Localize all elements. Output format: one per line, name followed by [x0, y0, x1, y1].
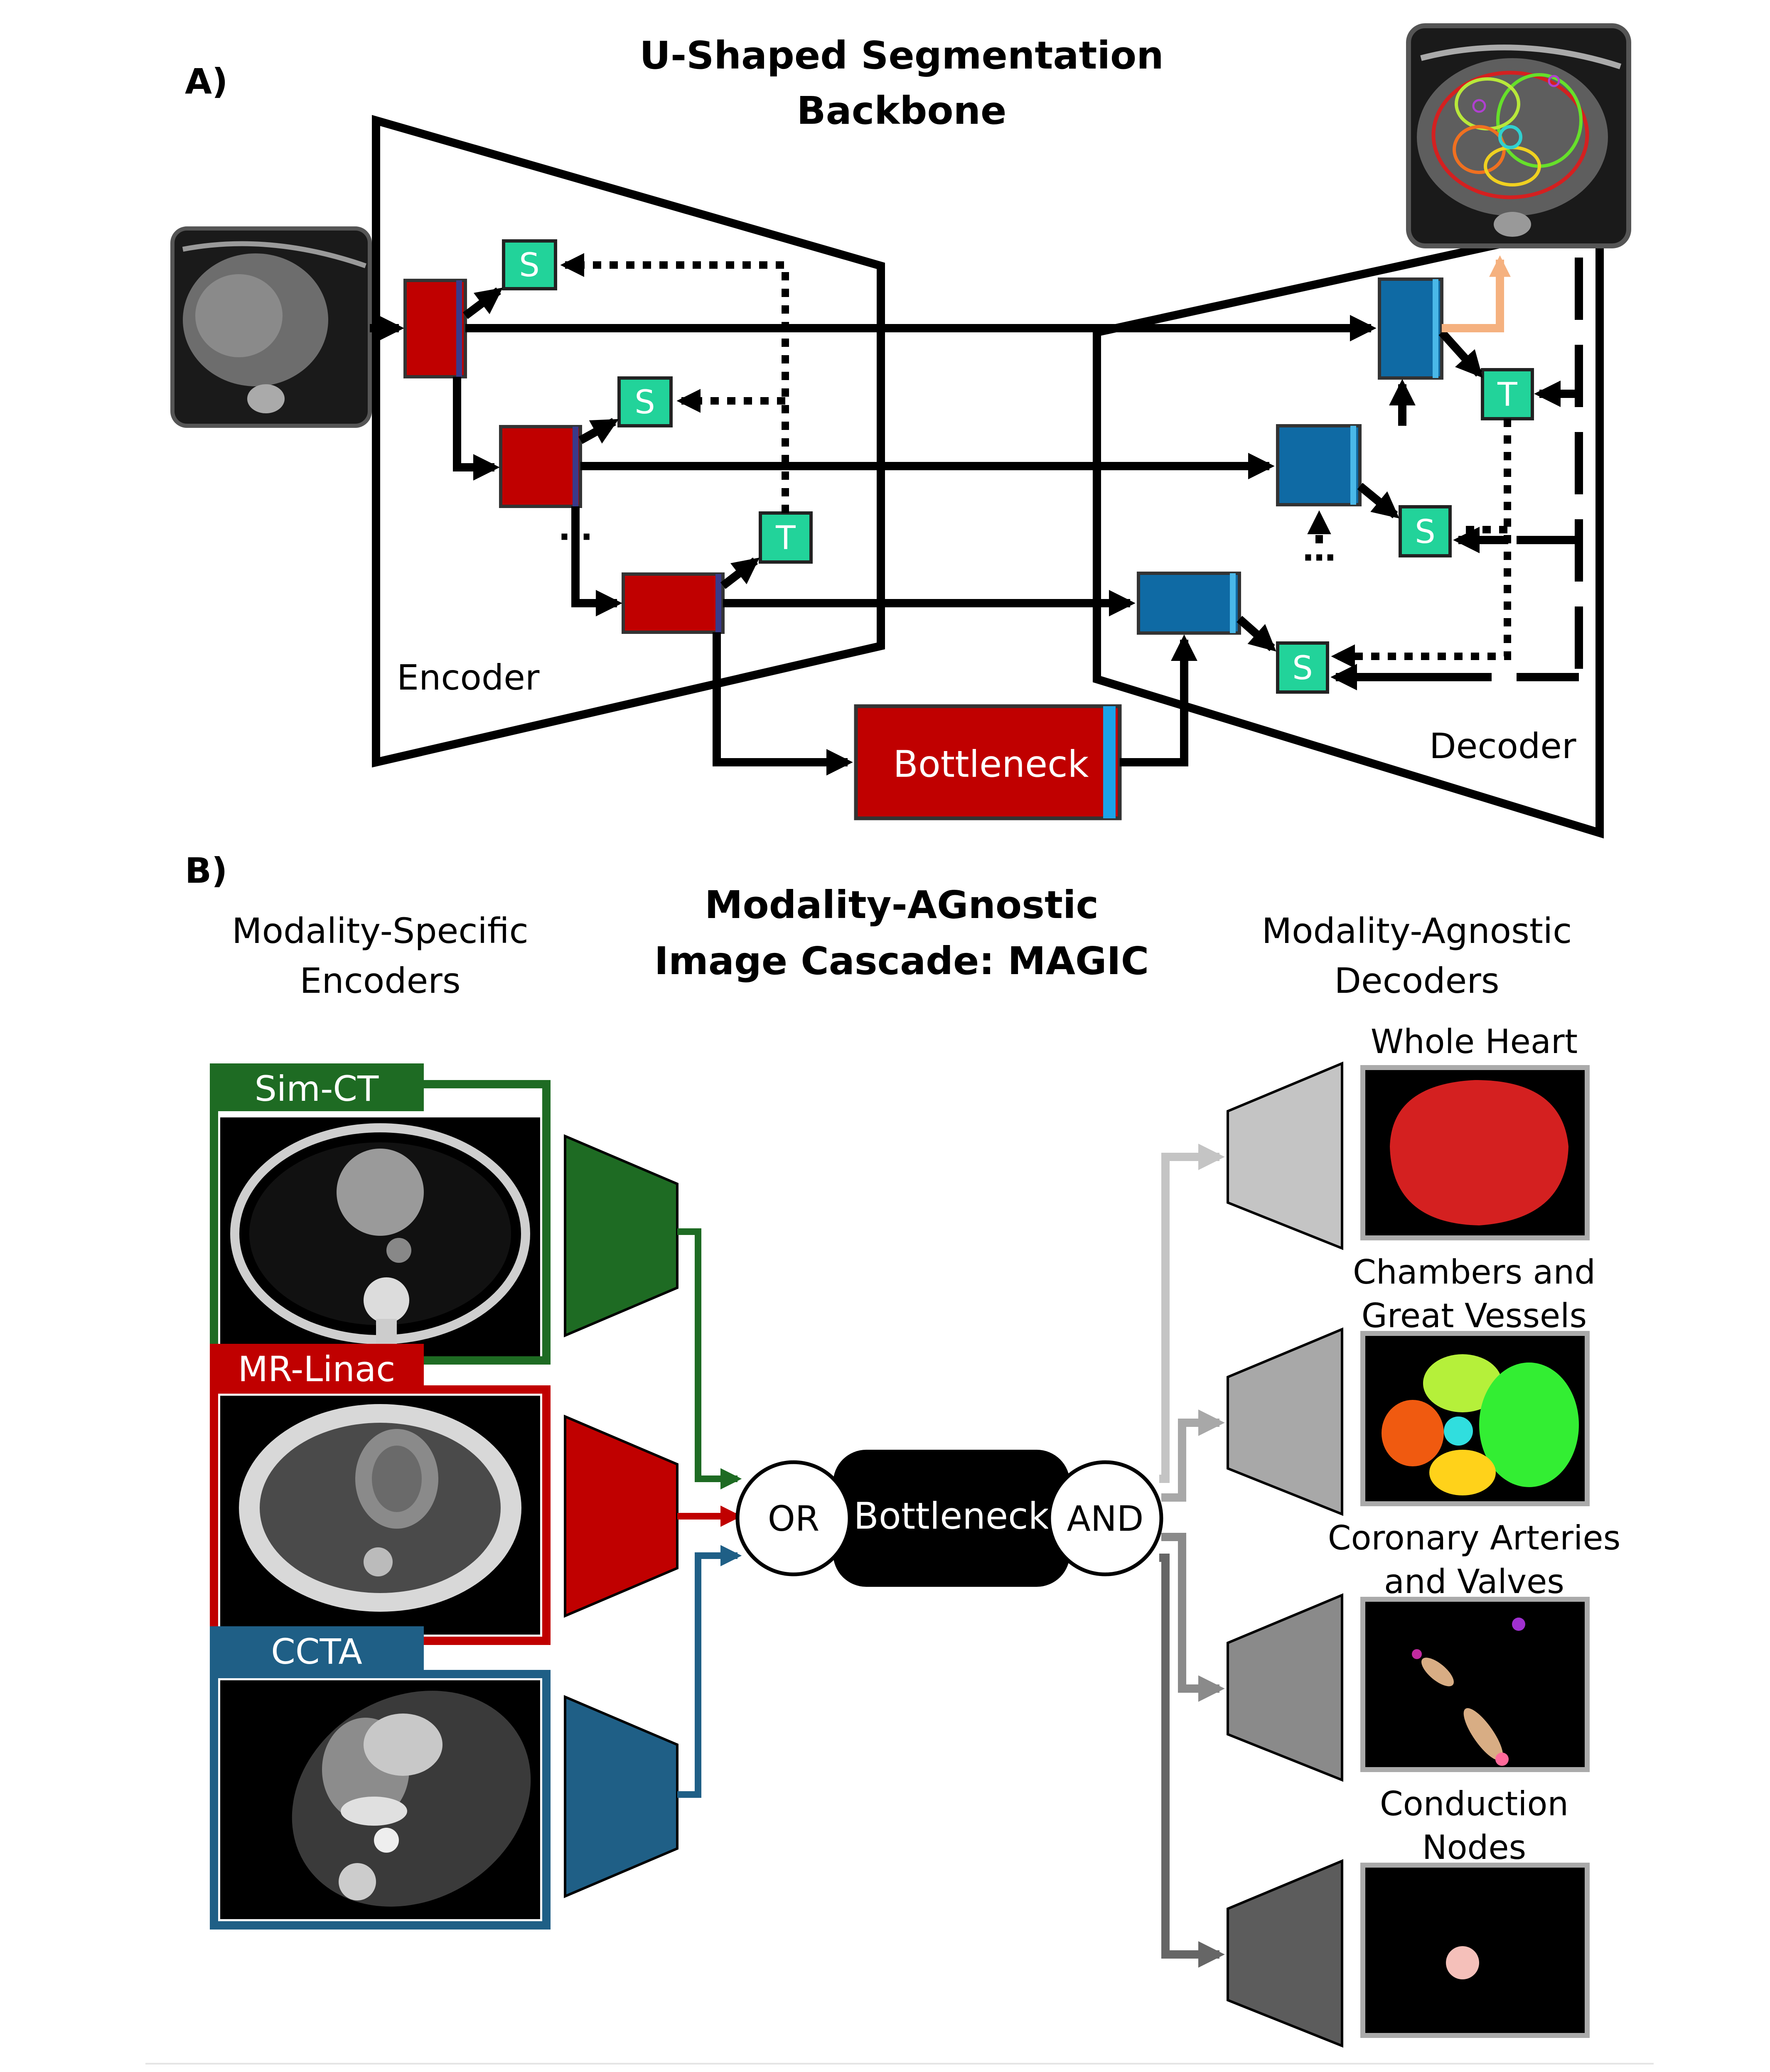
left-heading-line1: Modality-Specific — [232, 911, 529, 951]
encoder-sim-ct — [564, 1134, 678, 1338]
shared-bottleneck — [833, 1450, 1070, 1587]
encoder-mr-linac — [564, 1414, 678, 1618]
decoder-trapezoid — [1093, 217, 1604, 839]
and-to-decoder-3-arrow — [1161, 1533, 1225, 1702]
enc2-to-enc3-arrow — [571, 506, 622, 617]
sim-ct-arrow — [677, 1228, 742, 1490]
panel-b-label: B) — [185, 850, 227, 891]
and-to-decoder-2-arrow — [1161, 1409, 1225, 1502]
shared-bottleneck-label: Bottleneck — [853, 1495, 1049, 1537]
panel-a-arrows — [370, 287, 1577, 776]
decoder-dashed-rail — [1433, 258, 1583, 681]
enc3-to-bottleneck-arrow — [713, 632, 853, 776]
decoder-t-node: T — [1481, 368, 1534, 420]
encoder-block-3 — [622, 572, 725, 634]
decoder-block-3 — [1137, 572, 1241, 635]
dec1-to-t-arrow — [1438, 329, 1483, 378]
ccta-arrow — [677, 1545, 742, 1798]
panel-a-title-line2: Backbone — [797, 88, 1007, 133]
right-heading-line1: Modality-Agnostic — [1262, 911, 1572, 951]
panel-a-title-line1: U-Shaped Segmentation — [639, 33, 1163, 78]
encoder-block-2 — [499, 425, 582, 508]
decoder-chambers — [1227, 1327, 1343, 1516]
output-arrow — [1442, 255, 1511, 332]
decoder-ellipsis: ⋯ — [1303, 538, 1336, 577]
encoder-s-node-1: S — [502, 239, 557, 290]
bottleneck-block: Bottleneck — [854, 704, 1122, 820]
enc2-to-s2-arrow — [578, 418, 619, 444]
svg-text:S: S — [1292, 650, 1313, 687]
output-label-conduction-2: Nodes — [1422, 1828, 1526, 1867]
output-segmentation-image — [1406, 23, 1631, 248]
panel-a: A) U-Shaped Segmentation Backbone Encode… — [170, 23, 1631, 839]
panel-b-title-line2: Image Cascade: MAGIC — [654, 939, 1149, 983]
or-node — [735, 1460, 852, 1576]
svg-text:T: T — [1497, 376, 1517, 414]
or-label: OR — [768, 1498, 819, 1539]
modality-name-ccta: CCTA — [271, 1631, 362, 1672]
svg-text:S: S — [1415, 513, 1436, 551]
enc1-to-s1-arrow — [463, 287, 503, 319]
decoder-whole-heart — [1227, 1061, 1343, 1250]
encoder-trapezoid — [372, 115, 885, 768]
encoder-ellipsis: ⋯ — [559, 518, 592, 556]
output-label-chambers-1: Chambers and — [1353, 1253, 1595, 1291]
svg-text:S: S — [519, 247, 540, 284]
modality-sim-ct: Sim-CT — [210, 1063, 551, 1365]
mask-whole-heart — [1360, 1065, 1590, 1240]
enc1-to-enc2-arrow — [453, 377, 500, 481]
encoder-block-1 — [403, 279, 467, 378]
decoder-coronary — [1227, 1593, 1343, 1782]
dec3-to-s2-arrow — [1237, 616, 1276, 652]
modality-mr-linac: MR-Linac — [210, 1344, 551, 1645]
decoder-conduction — [1227, 1859, 1343, 2048]
bottleneck-label: Bottleneck — [893, 743, 1089, 786]
dec2-to-s1-arrow — [1357, 483, 1399, 519]
output-label-coronary-1: Coronary Arteries — [1328, 1519, 1621, 1557]
and-label: AND — [1067, 1498, 1144, 1539]
output-label-whole-heart: Whole Heart — [1371, 1022, 1578, 1061]
panel-b-title-line1: Modality-AGnostic — [705, 883, 1099, 927]
decoder-block-2 — [1276, 424, 1362, 506]
and-to-decoder-4-arrow — [1159, 1554, 1225, 1968]
output-label-coronary-2: and Valves — [1384, 1562, 1564, 1601]
encoder-s-node-2: S — [617, 376, 673, 427]
encoder-label: Encoder — [397, 657, 540, 698]
and-to-decoder-1-arrow — [1159, 1143, 1225, 1483]
output-label-conduction-1: Conduction — [1380, 1785, 1568, 1823]
mask-chambers — [1360, 1331, 1590, 1506]
panel-b: B) Modality-AGnostic Image Cascade: MAGI… — [185, 850, 1621, 2048]
decoder-label: Decoder — [1429, 726, 1576, 766]
input-ct-image — [170, 226, 372, 428]
left-heading-line2: Encoders — [300, 960, 460, 1001]
svg-text:T: T — [775, 520, 796, 557]
modality-ccta: CCTA — [210, 1626, 551, 1930]
mask-coronary — [1360, 1597, 1590, 1772]
enc3-to-t-arrow — [720, 557, 760, 589]
and-node — [1047, 1460, 1163, 1576]
panel-a-dotted-lines — [560, 253, 1511, 668]
svg-text:S: S — [634, 384, 655, 421]
mask-conduction — [1360, 1863, 1590, 2038]
modality-name-sim-ct: Sim-CT — [255, 1068, 379, 1109]
panel-a-label: A) — [185, 61, 228, 102]
decoder-s-node-1: S — [1399, 505, 1452, 557]
encoder-t-node: T — [759, 511, 813, 564]
encoder-ccta — [564, 1695, 678, 1898]
right-heading-line2: Decoders — [1334, 960, 1499, 1001]
decoder-block-1 — [1378, 277, 1443, 380]
output-label-chambers-2: Great Vessels — [1362, 1296, 1587, 1335]
modality-name-mr-linac: MR-Linac — [238, 1349, 396, 1390]
decoder-s-node-2: S — [1276, 641, 1329, 694]
bottleneck-to-dec3-arrow — [1120, 634, 1198, 766]
